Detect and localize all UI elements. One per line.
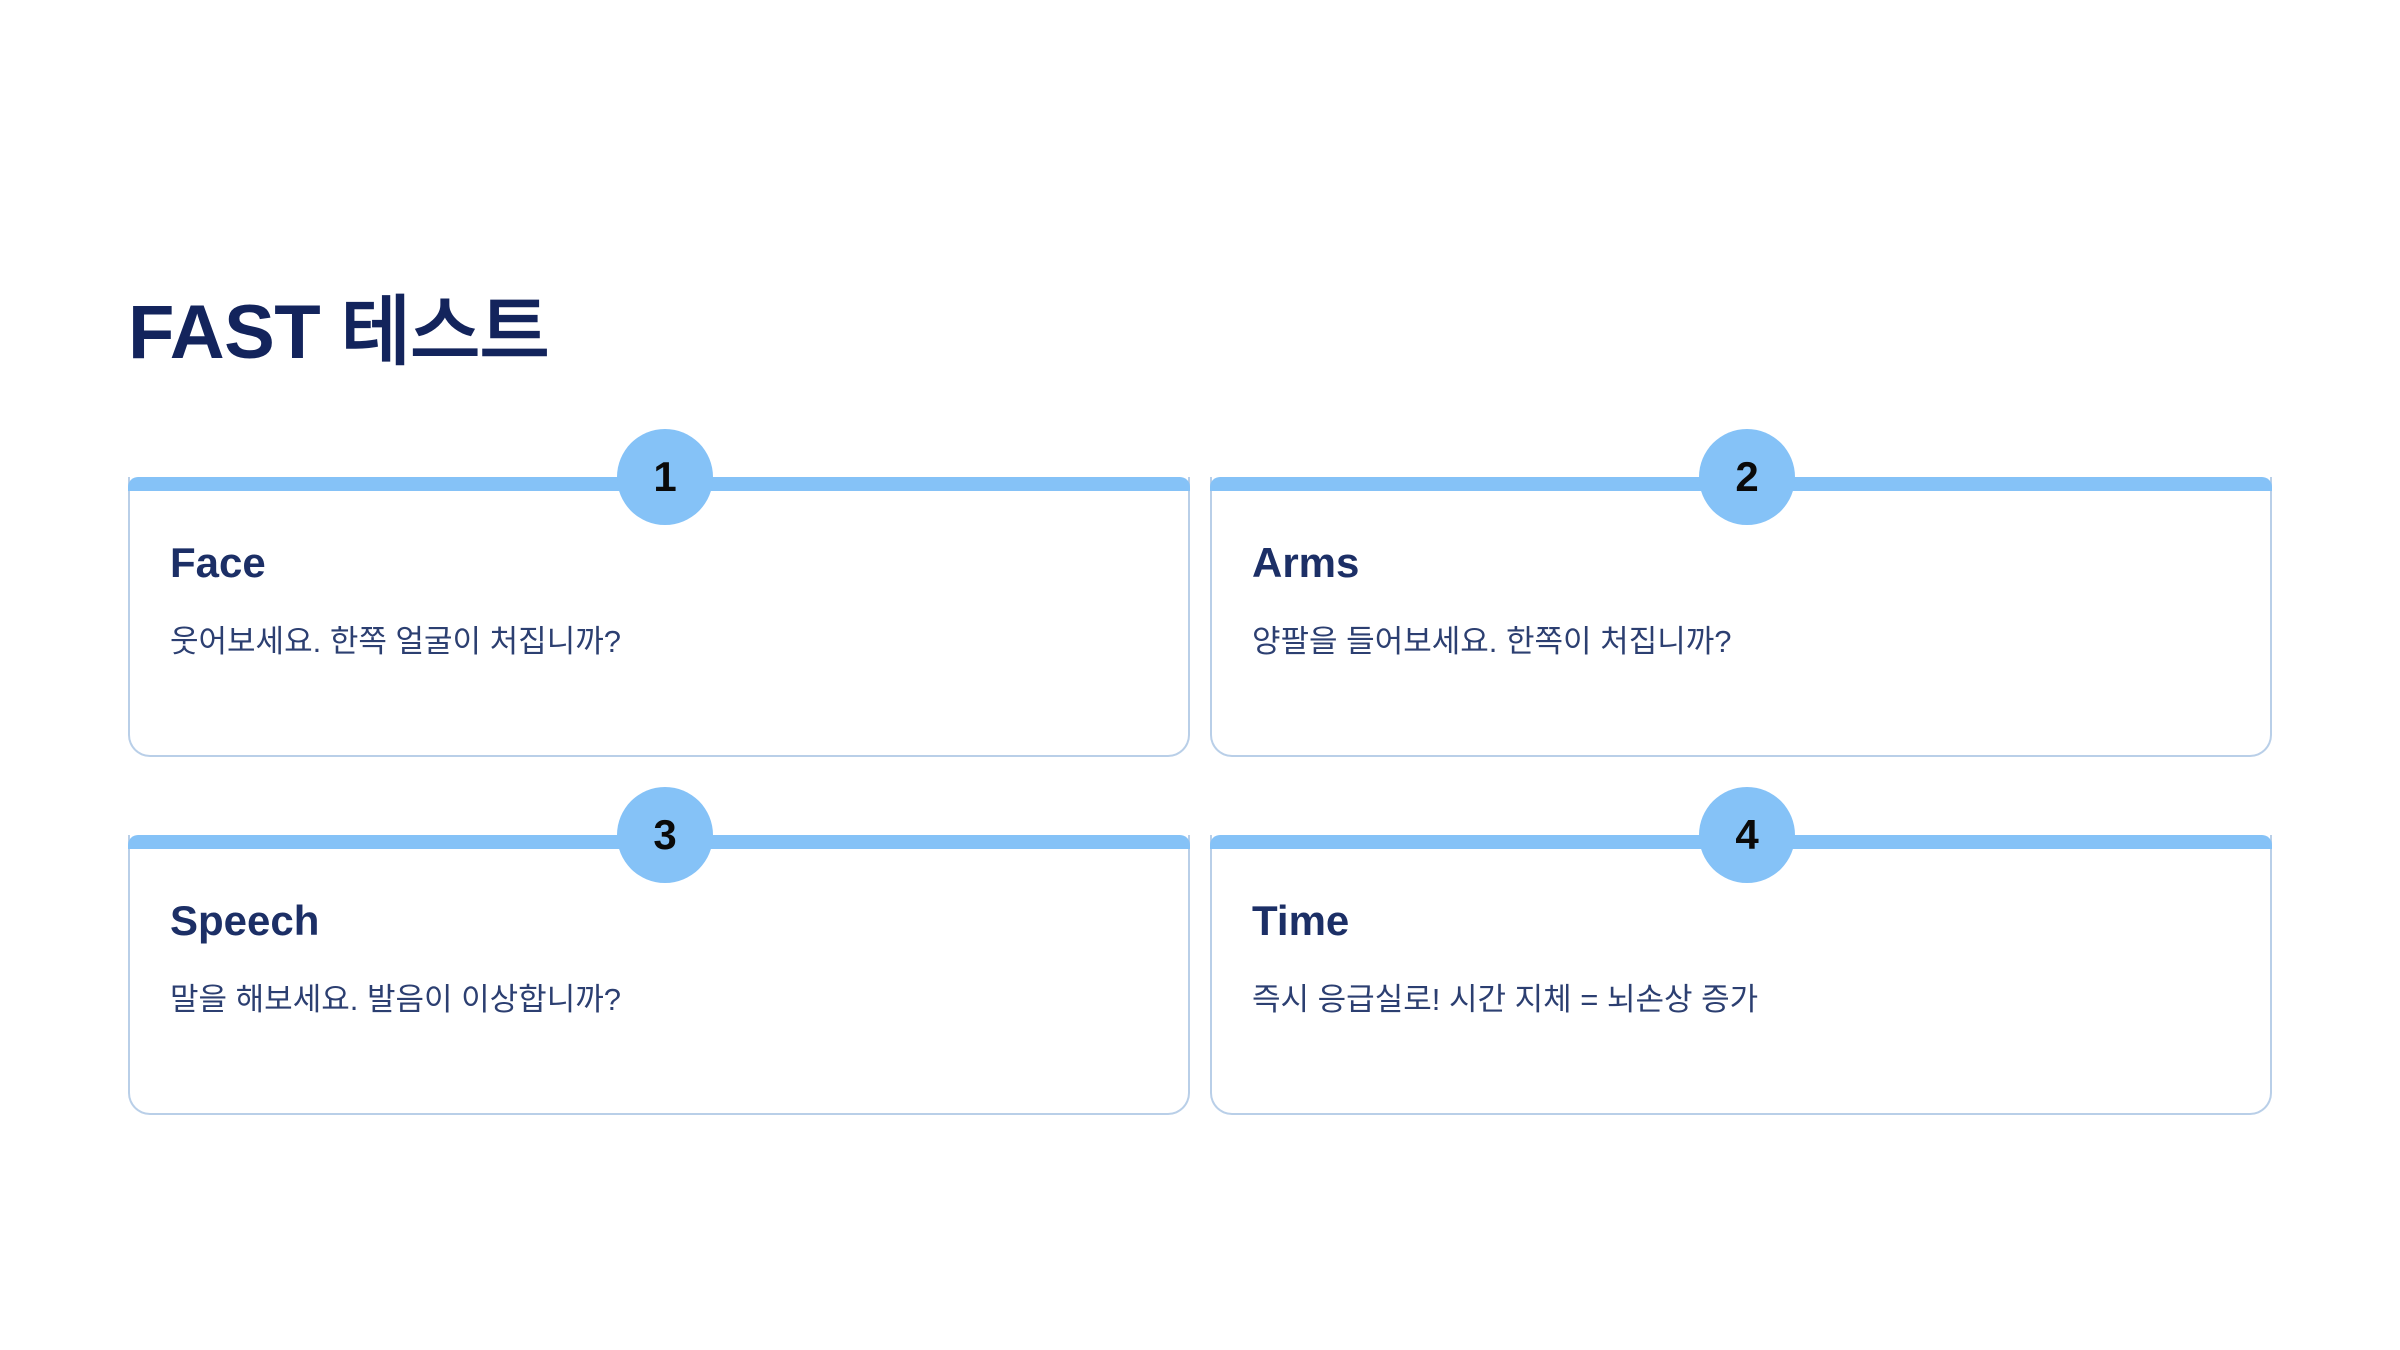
card-description-face: 웃어보세요. 한쪽 얼굴이 처집니까?	[170, 624, 621, 660]
card-description-time: 즉시 응급실로! 시간 지체 = 뇌손상 증가	[1252, 982, 1759, 1018]
step-badge-2: 2	[1699, 429, 1795, 525]
card-title-speech: Speech	[170, 897, 320, 944]
page-title: FAST 테스트	[128, 289, 550, 375]
fast-card-face[interactable]: 1 Face 웃어보세요. 한쪽 얼굴이 처집니까?	[128, 429, 1190, 757]
card-title-arms: Arms	[1252, 539, 1360, 586]
fast-card-speech[interactable]: 3 Speech 말을 해보세요. 발음이 이상합니까?	[128, 787, 1190, 1115]
card-description-arms: 양팔을 들어보세요. 한쪽이 처집니까?	[1252, 624, 1732, 660]
card-title-face: Face	[170, 539, 266, 586]
step-badge-3: 3	[617, 787, 713, 883]
fast-card-grid: 1 Face 웃어보세요. 한쪽 얼굴이 처집니까? 2 Arms 양팔을 들어…	[128, 429, 2272, 1115]
step-badge-4: 4	[1699, 787, 1795, 883]
fast-card-time[interactable]: 4 Time 즉시 응급실로! 시간 지체 = 뇌손상 증가	[1210, 787, 2272, 1115]
step-badge-1: 1	[617, 429, 713, 525]
card-title-time: Time	[1252, 897, 1350, 944]
card-description-speech: 말을 해보세요. 발음이 이상합니까?	[170, 982, 621, 1018]
fast-card-arms[interactable]: 2 Arms 양팔을 들어보세요. 한쪽이 처집니까?	[1210, 429, 2272, 757]
